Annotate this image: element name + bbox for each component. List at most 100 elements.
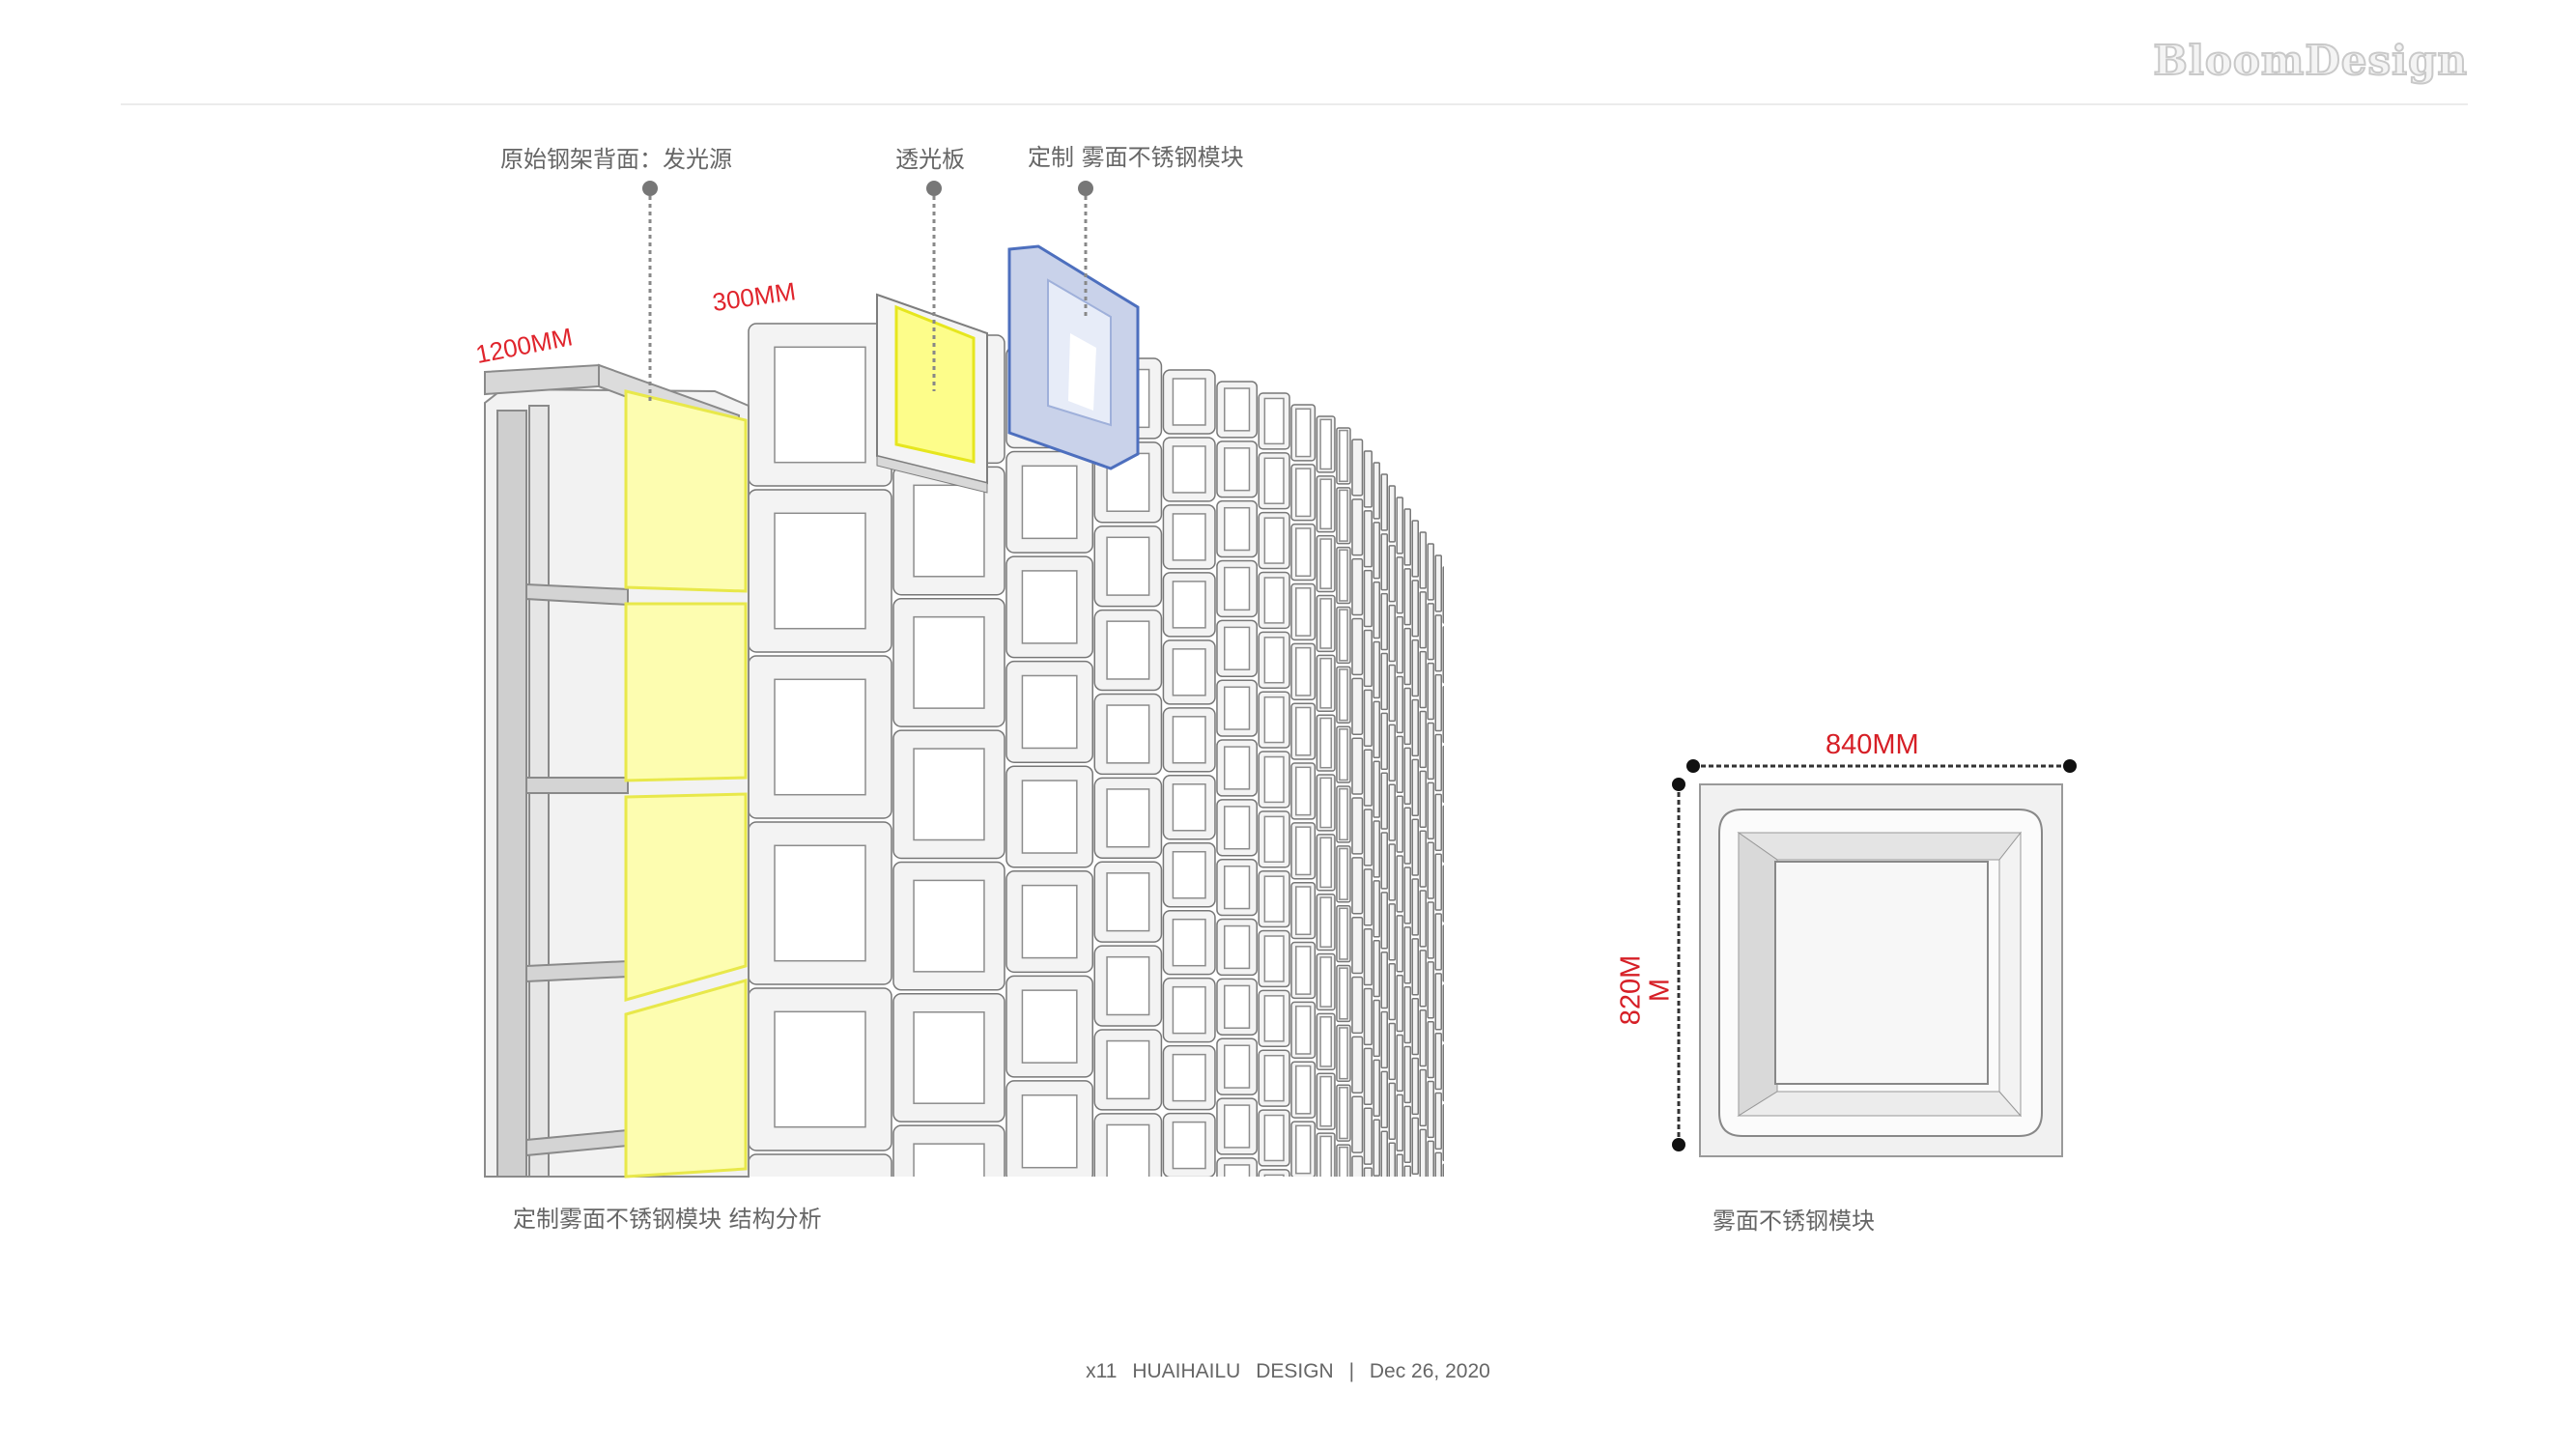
wall-module-opening	[1339, 1146, 1348, 1177]
wall-module-cell	[1363, 987, 1373, 1046]
wall-module-opening	[1224, 1164, 1251, 1177]
wall-module-opening	[1263, 397, 1285, 445]
wall-module-opening	[1172, 918, 1206, 967]
wall-module-cell	[1396, 855, 1403, 913]
wall-module-cell	[1411, 878, 1419, 936]
wall-module-cell	[1380, 892, 1388, 950]
wall-module-opening	[1263, 935, 1285, 982]
wall-module-opening	[913, 879, 985, 973]
wall-module-cell	[1411, 758, 1419, 816]
wall-module-cell	[1419, 591, 1427, 649]
wall-module-opening	[1106, 1039, 1150, 1100]
wall-module-opening	[1339, 549, 1348, 602]
wall-module-opening	[1319, 777, 1333, 829]
wall-module-opening	[1263, 457, 1285, 504]
wall-module-cell	[1427, 1140, 1434, 1177]
wall-module-opening	[1295, 587, 1312, 637]
wall-module-cell	[1434, 673, 1442, 732]
wall-module-opening	[1172, 985, 1206, 1035]
wall-module-opening	[1319, 657, 1333, 709]
wall-module-cell	[1388, 1082, 1396, 1140]
wall-module-opening	[1339, 1087, 1348, 1140]
wall-module-cell	[1363, 450, 1373, 508]
callout-leaders	[648, 188, 1088, 401]
wall-module-opening	[1295, 408, 1312, 458]
wall-module-cell	[1258, 1169, 1290, 1177]
wall-module-opening	[1295, 646, 1312, 696]
wall-module-cell	[1363, 510, 1373, 568]
wall-module-cell	[1396, 675, 1403, 734]
wall-module-cell	[1411, 639, 1419, 697]
wall-module-cell	[1403, 926, 1411, 984]
wall-module-cell	[1434, 973, 1442, 1031]
dimension-module-width: 840MM	[1826, 729, 1919, 760]
wall-module-cell	[1403, 1165, 1411, 1177]
wall-module-cell	[1434, 793, 1442, 851]
wall-module-cell	[1351, 617, 1364, 676]
callout-dot-frame	[642, 181, 658, 196]
dimension-module-height-line1: 820M	[1615, 954, 1647, 1026]
wall-module-cell	[1388, 664, 1396, 723]
wall-module-cell	[1396, 735, 1403, 793]
wall-module-cell	[1373, 939, 1380, 998]
wall-module-cell	[1351, 439, 1364, 497]
wall-module-cell	[1351, 916, 1364, 975]
wall-module-cell	[1403, 687, 1411, 746]
wall-module-opening	[1021, 780, 1078, 854]
wall-module-cell	[1380, 592, 1388, 651]
wall-module-opening	[1295, 468, 1312, 518]
wall-module-opening	[1339, 668, 1348, 722]
wall-module-opening	[913, 484, 985, 578]
wall-module-cell	[1411, 520, 1419, 578]
wall-module-opening	[1021, 989, 1078, 1064]
wall-module-cell	[1351, 1155, 1364, 1177]
wall-module-cell	[1396, 1034, 1403, 1093]
wall-module-opening	[1224, 1044, 1251, 1089]
wall-module-cell	[1442, 566, 1444, 624]
wall-module-cell	[1373, 760, 1380, 818]
wall-module-opening	[1224, 746, 1251, 790]
wall-module-opening	[1263, 875, 1285, 923]
wall-module-opening	[1319, 717, 1333, 769]
wall-module-opening	[1295, 1065, 1312, 1115]
wall-module-opening	[1339, 787, 1348, 841]
wall-module-opening	[1319, 1075, 1333, 1127]
wall-module-cell	[1388, 962, 1396, 1021]
wall-module-opening	[1319, 1135, 1333, 1177]
wall-module-opening	[1106, 704, 1150, 764]
wall-module-opening	[1339, 847, 1348, 900]
wall-module-cell	[1434, 733, 1442, 792]
wall-module-cell	[1363, 868, 1373, 926]
wall-module-opening	[1295, 766, 1312, 816]
wall-module-opening	[1172, 378, 1206, 426]
wall-module-cell	[1434, 554, 1442, 612]
wall-module-cell	[1373, 1119, 1380, 1177]
wall-module-cell	[1419, 1009, 1427, 1067]
wall-module-cell	[1419, 1128, 1427, 1177]
wall-module-opening	[1172, 513, 1206, 561]
wall-module-cell	[1388, 724, 1396, 781]
wall-module-cell	[1363, 569, 1373, 628]
wall-module-cell	[1363, 629, 1373, 688]
wall-module-cell	[1388, 1022, 1396, 1081]
wall-module-opening	[1319, 896, 1333, 948]
wall-module-opening	[1172, 1121, 1206, 1170]
wall-module-opening	[1224, 686, 1251, 730]
caption-structure-analysis: 定制雾面不锈钢模块 结构分析	[513, 1206, 822, 1233]
wall-module-cell	[1351, 857, 1364, 915]
callout-custom-module: 定制 雾面不锈钢模块	[1028, 144, 1244, 171]
wall-module-cell	[1351, 737, 1364, 795]
wall-module-cell	[1351, 1095, 1364, 1153]
footer-design: DESIGN	[1256, 1360, 1334, 1382]
module-grid	[748, 323, 1444, 1177]
wall-module-opening	[774, 512, 866, 630]
wall-module-cell	[1403, 508, 1411, 566]
wall-module-opening	[1295, 1005, 1312, 1055]
wall-module-cell	[1427, 1020, 1434, 1079]
wall-module-opening	[1263, 1174, 1285, 1177]
wall-module-cell	[1442, 1163, 1444, 1177]
wall-module-cell	[1403, 1045, 1411, 1104]
wall-module-opening	[1319, 1015, 1333, 1067]
wall-module-cell	[1419, 1068, 1427, 1127]
wall-module-cell	[1380, 652, 1388, 711]
